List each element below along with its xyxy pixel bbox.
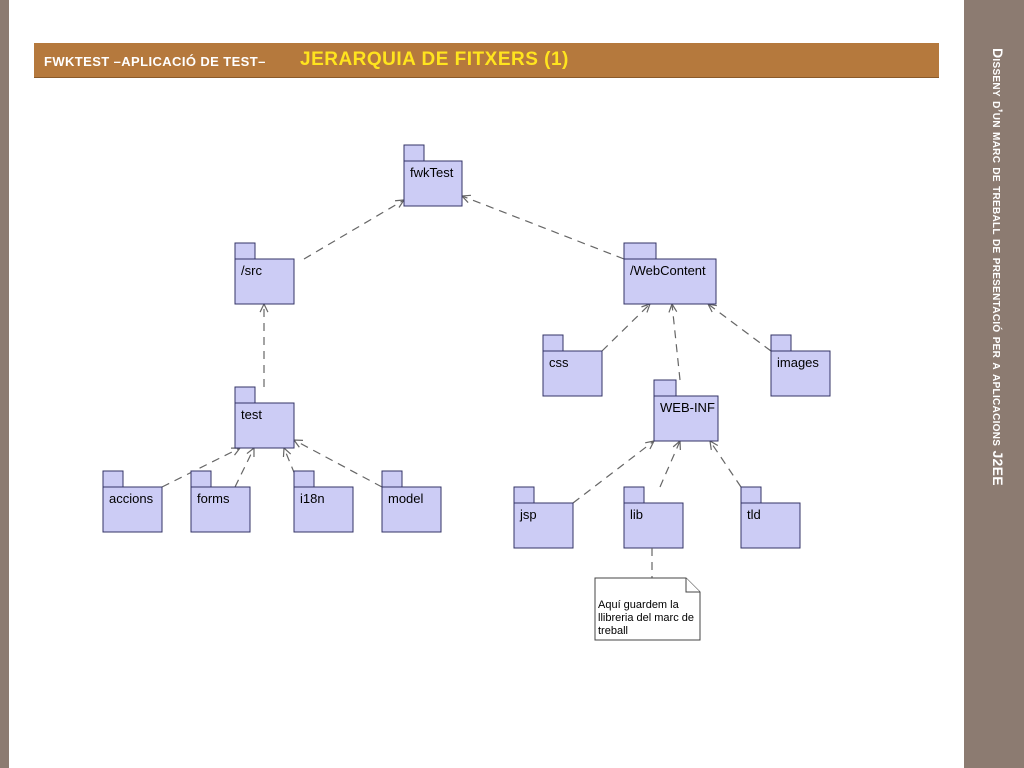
dependency-images-to-webcontent <box>706 303 772 352</box>
package-tab <box>234 242 256 260</box>
note-line: llibreria del marc de <box>598 612 694 624</box>
package-tab <box>293 470 315 488</box>
package-body <box>381 486 442 533</box>
package-body <box>513 502 574 549</box>
package-label: jsp <box>519 507 537 522</box>
slide-title: JERARQUIA DE FITXERS (1) <box>300 49 569 70</box>
package-images: images <box>770 334 831 397</box>
package-tab <box>234 386 256 404</box>
title-bar: FWKTEST –APLICACIÓ DE TEST– JERARQUIA DE… <box>34 43 939 78</box>
package-label: accions <box>109 491 154 506</box>
dependency-src-to-fwkTest <box>303 199 406 260</box>
package-tab <box>542 334 564 352</box>
package-body <box>623 258 717 305</box>
package-label: css <box>549 355 569 370</box>
package-label: model <box>388 491 424 506</box>
package-test: test <box>234 386 295 449</box>
package-body <box>740 502 801 549</box>
package-tab <box>770 334 792 352</box>
package-label: lib <box>630 507 643 522</box>
package-label: test <box>241 407 262 422</box>
note-line: Aquí guardem la <box>598 599 680 611</box>
dependency-tld-to-webinf <box>709 439 742 488</box>
dependency-forms-to-test <box>234 446 255 488</box>
package-tab <box>190 470 212 488</box>
package-tab <box>653 379 677 397</box>
package-jsp: jsp <box>513 486 574 549</box>
package-label: i18n <box>300 491 325 506</box>
note-fold <box>685 578 700 593</box>
title-prefix: FWKTEST –APLICACIÓ DE TEST– <box>44 54 266 69</box>
right-decor-bar <box>964 0 1024 768</box>
note-line: treball <box>598 625 628 637</box>
package-fwkTest: fwkTest <box>403 144 463 207</box>
package-webinf: WEB-INF <box>653 379 719 442</box>
package-body <box>653 395 719 442</box>
package-tab <box>102 470 124 488</box>
package-forms: forms <box>190 470 251 533</box>
package-body <box>234 402 295 449</box>
package-tab <box>623 486 645 504</box>
package-model: model <box>381 470 442 533</box>
dependency-webcontent-to-fwkTest <box>460 194 625 260</box>
dependency-test-to-src <box>259 302 269 387</box>
package-body <box>623 502 684 549</box>
package-body <box>403 160 463 207</box>
package-label: images <box>777 355 819 370</box>
left-decor-bar <box>0 0 9 768</box>
dependency-lib-to-webinf <box>659 439 681 488</box>
package-body <box>190 486 251 533</box>
package-accions: accions <box>102 470 163 533</box>
dependency-css-to-webcontent <box>601 303 651 352</box>
package-css: css <box>542 334 603 397</box>
package-body <box>102 486 163 533</box>
package-label: WEB-INF <box>660 400 715 415</box>
package-body <box>542 350 603 397</box>
package-tab <box>623 242 657 260</box>
package-lib: lib <box>623 486 684 549</box>
package-tab <box>740 486 762 504</box>
package-label: /WebContent <box>630 263 706 278</box>
package-body <box>770 350 831 397</box>
package-label: forms <box>197 491 230 506</box>
package-label: /src <box>241 263 262 278</box>
package-src: /src <box>234 242 295 305</box>
package-tld: tld <box>740 486 801 549</box>
package-i18n: i18n <box>293 470 354 533</box>
package-tab <box>403 144 425 162</box>
package-body <box>234 258 295 305</box>
dependency-edges <box>161 194 772 504</box>
note-body <box>594 577 701 641</box>
dependency-webinf-to-webcontent <box>668 302 681 381</box>
package-body <box>293 486 354 533</box>
package-webcontent: /WebContent <box>623 242 717 305</box>
package-tab <box>513 486 535 504</box>
package-label: fwkTest <box>410 165 454 180</box>
package-label: tld <box>747 507 761 522</box>
package-nodes: fwkTest/src/WebContent test css imagesWEB-I… <box>102 144 831 549</box>
package-tab <box>381 470 403 488</box>
